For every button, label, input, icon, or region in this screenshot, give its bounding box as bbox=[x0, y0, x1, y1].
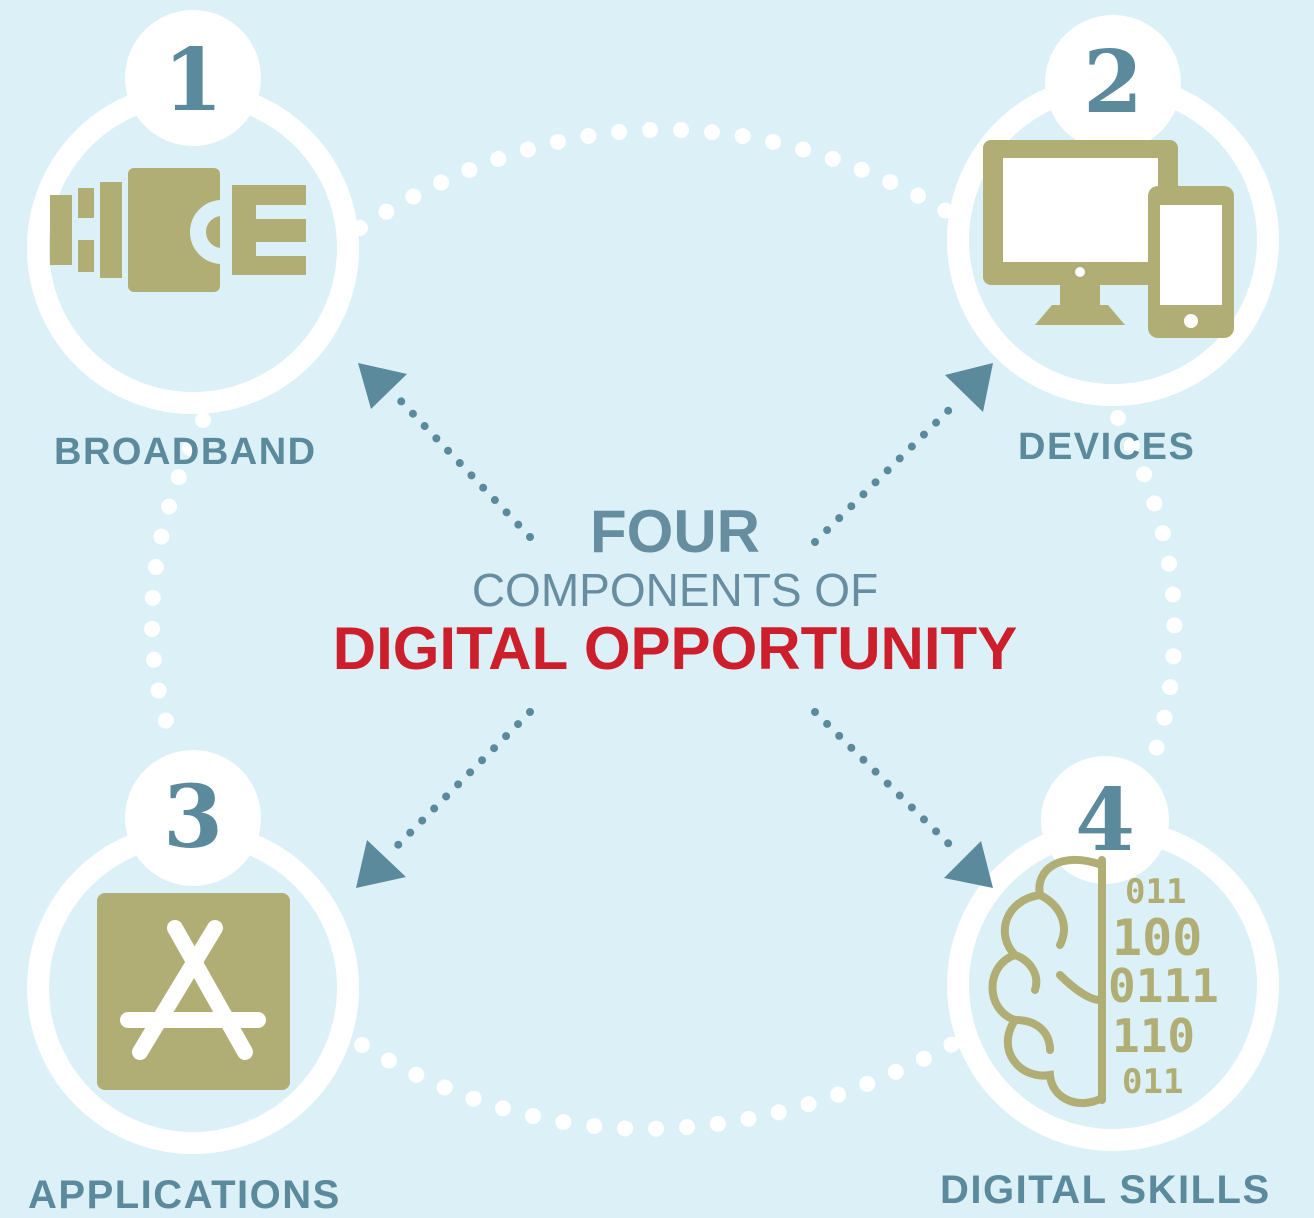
title-components-of: COMPONENTS OF bbox=[471, 564, 879, 616]
dotted-arrows bbox=[391, 394, 959, 854]
dotted-connectors bbox=[144, 121, 1183, 1137]
arrowhead-digital-skills bbox=[944, 841, 993, 888]
arrow-to-broadband bbox=[394, 394, 534, 541]
svg-text:100: 100 bbox=[1112, 909, 1202, 967]
number-4: 4 bbox=[1075, 770, 1135, 871]
center-title: FOUR COMPONENTS OF DIGITAL OPPORTUNITY bbox=[250, 500, 1100, 682]
brain-binary-icon: 011 100 0111 110 011 bbox=[988, 855, 1219, 1107]
app-store-icon bbox=[97, 893, 290, 1090]
arrowhead-broadband bbox=[358, 363, 407, 409]
arrowhead-applications bbox=[356, 840, 406, 888]
badge-3 bbox=[125, 750, 261, 886]
badge-1 bbox=[125, 10, 261, 146]
svg-text:0111: 0111 bbox=[1108, 959, 1219, 1013]
arrowheads bbox=[356, 363, 993, 888]
svg-text:110: 110 bbox=[1112, 1009, 1195, 1063]
arrow-to-applications bbox=[391, 708, 534, 852]
number-2: 2 bbox=[1083, 32, 1143, 133]
svg-text:011: 011 bbox=[1122, 1062, 1183, 1102]
title-digital-opportunity: DIGITAL OPPORTUNITY bbox=[332, 615, 1018, 682]
label-applications: APPLICATIONS bbox=[28, 1173, 341, 1217]
connector-top bbox=[352, 121, 956, 236]
svg-text:011: 011 bbox=[1125, 872, 1186, 912]
arrowhead-devices bbox=[945, 363, 993, 412]
badge-2 bbox=[1045, 15, 1181, 151]
title-four: FOUR bbox=[590, 498, 760, 565]
label-broadband: BROADBAND bbox=[54, 431, 317, 473]
ethernet-plug-icon bbox=[50, 168, 306, 292]
computer-and-phone-icon bbox=[983, 140, 1234, 338]
number-badges bbox=[125, 10, 1181, 886]
label-devices: DEVICES bbox=[1018, 426, 1196, 468]
number-1: 1 bbox=[163, 30, 223, 131]
connector-right bbox=[1110, 410, 1183, 770]
connector-bottom bbox=[354, 1032, 968, 1137]
arrow-to-devices bbox=[811, 400, 959, 546]
label-digital-skills: DIGITAL SKILLS bbox=[940, 1168, 1271, 1212]
arrow-to-digital-skills bbox=[811, 708, 959, 854]
badge-4 bbox=[1041, 756, 1169, 884]
number-3: 3 bbox=[163, 767, 223, 868]
